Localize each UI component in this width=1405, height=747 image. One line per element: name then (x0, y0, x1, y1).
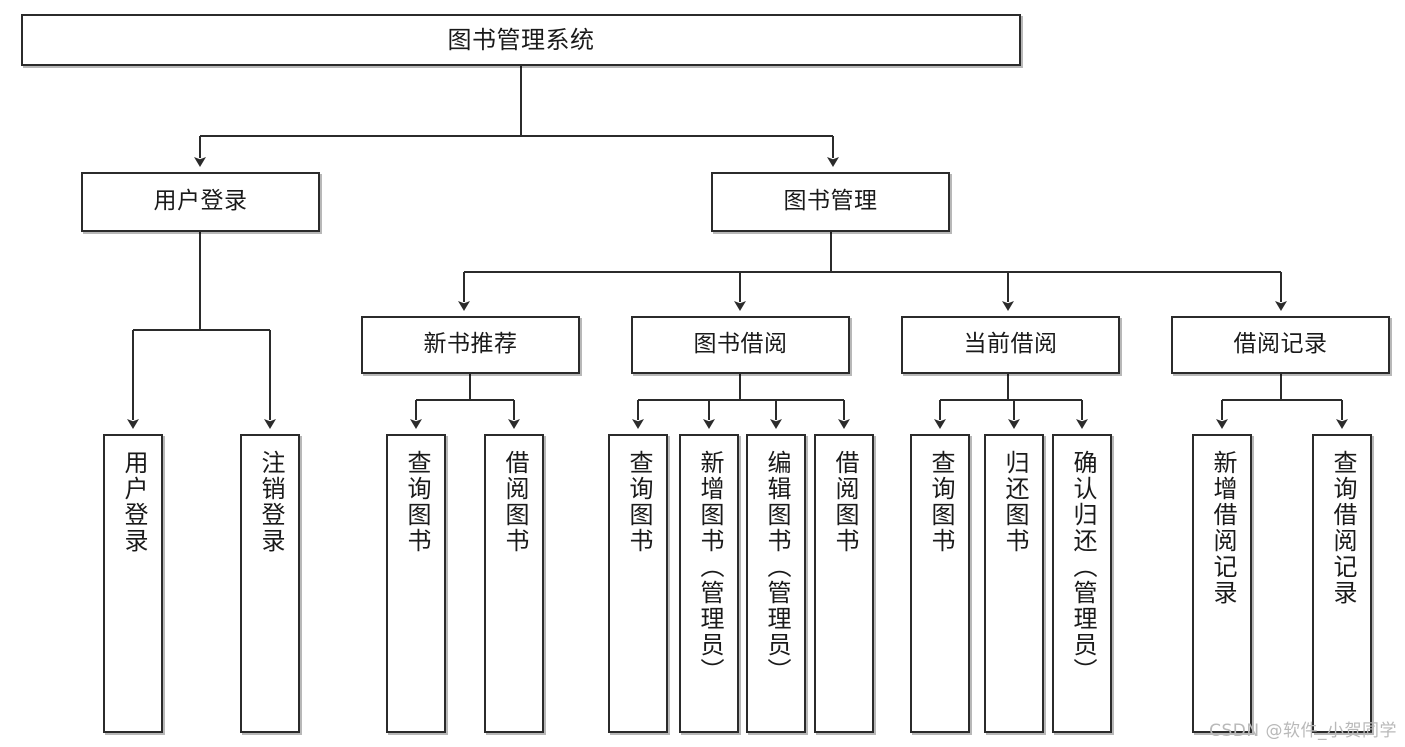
node-leaf-return-book[interactable]: 归还图书 (984, 434, 1044, 733)
node-leaf-add-book[interactable]: 新增图书（管理员） (679, 434, 739, 733)
node-new-book-rec[interactable]: 新书推荐 (361, 316, 580, 374)
node-leaf-query-book-3[interactable]: 查询图书 (910, 434, 970, 733)
node-leaf-add-record[interactable]: 新增借阅记录 (1192, 434, 1252, 733)
node-leaf-confirm-return-label: 确认归还（管理员） (1068, 450, 1097, 684)
node-user-login-label: 用户登录 (153, 188, 248, 215)
node-book-borrow[interactable]: 图书借阅 (631, 316, 850, 374)
node-book-manage-label: 图书管理 (783, 188, 878, 215)
node-borrow-record[interactable]: 借阅记录 (1171, 316, 1390, 374)
node-leaf-query-book-1-label: 查询图书 (402, 450, 431, 554)
node-leaf-return-book-label: 归还图书 (1000, 450, 1029, 554)
node-leaf-logout[interactable]: 注销登录 (240, 434, 300, 733)
node-current-borrow[interactable]: 当前借阅 (901, 316, 1120, 374)
node-leaf-edit-book-label: 编辑图书（管理员） (762, 450, 791, 684)
node-root-label: 图书管理系统 (447, 25, 595, 54)
node-leaf-add-book-label: 新增图书（管理员） (695, 450, 724, 684)
node-user-login[interactable]: 用户登录 (81, 172, 320, 232)
node-book-manage[interactable]: 图书管理 (711, 172, 950, 232)
node-leaf-borrow-book-2-label: 借阅图书 (830, 450, 859, 554)
node-book-borrow-label: 图书借阅 (693, 331, 788, 358)
node-leaf-query-record[interactable]: 查询借阅记录 (1312, 434, 1372, 733)
node-leaf-add-record-label: 新增借阅记录 (1208, 450, 1237, 606)
node-leaf-borrow-book-2[interactable]: 借阅图书 (814, 434, 874, 733)
node-leaf-query-book-2[interactable]: 查询图书 (608, 434, 668, 733)
node-leaf-query-book-1[interactable]: 查询图书 (386, 434, 446, 733)
node-leaf-user-login-label: 用户登录 (119, 450, 148, 554)
node-leaf-query-book-2-label: 查询图书 (624, 450, 653, 554)
node-leaf-edit-book[interactable]: 编辑图书（管理员） (746, 434, 806, 733)
node-new-book-rec-label: 新书推荐 (423, 331, 518, 358)
watermark: CSDN @软件_小贺同学 (1209, 721, 1397, 741)
node-leaf-borrow-book-1-label: 借阅图书 (500, 450, 529, 554)
node-leaf-borrow-book-1[interactable]: 借阅图书 (484, 434, 544, 733)
node-leaf-confirm-return[interactable]: 确认归还（管理员） (1052, 434, 1112, 733)
node-leaf-user-login[interactable]: 用户登录 (103, 434, 163, 733)
node-borrow-record-label: 借阅记录 (1233, 331, 1328, 358)
node-leaf-query-book-3-label: 查询图书 (926, 450, 955, 554)
node-current-borrow-label: 当前借阅 (963, 331, 1058, 358)
node-root[interactable]: 图书管理系统 (21, 14, 1021, 66)
node-leaf-logout-label: 注销登录 (256, 450, 285, 554)
node-leaf-query-record-label: 查询借阅记录 (1328, 450, 1357, 606)
